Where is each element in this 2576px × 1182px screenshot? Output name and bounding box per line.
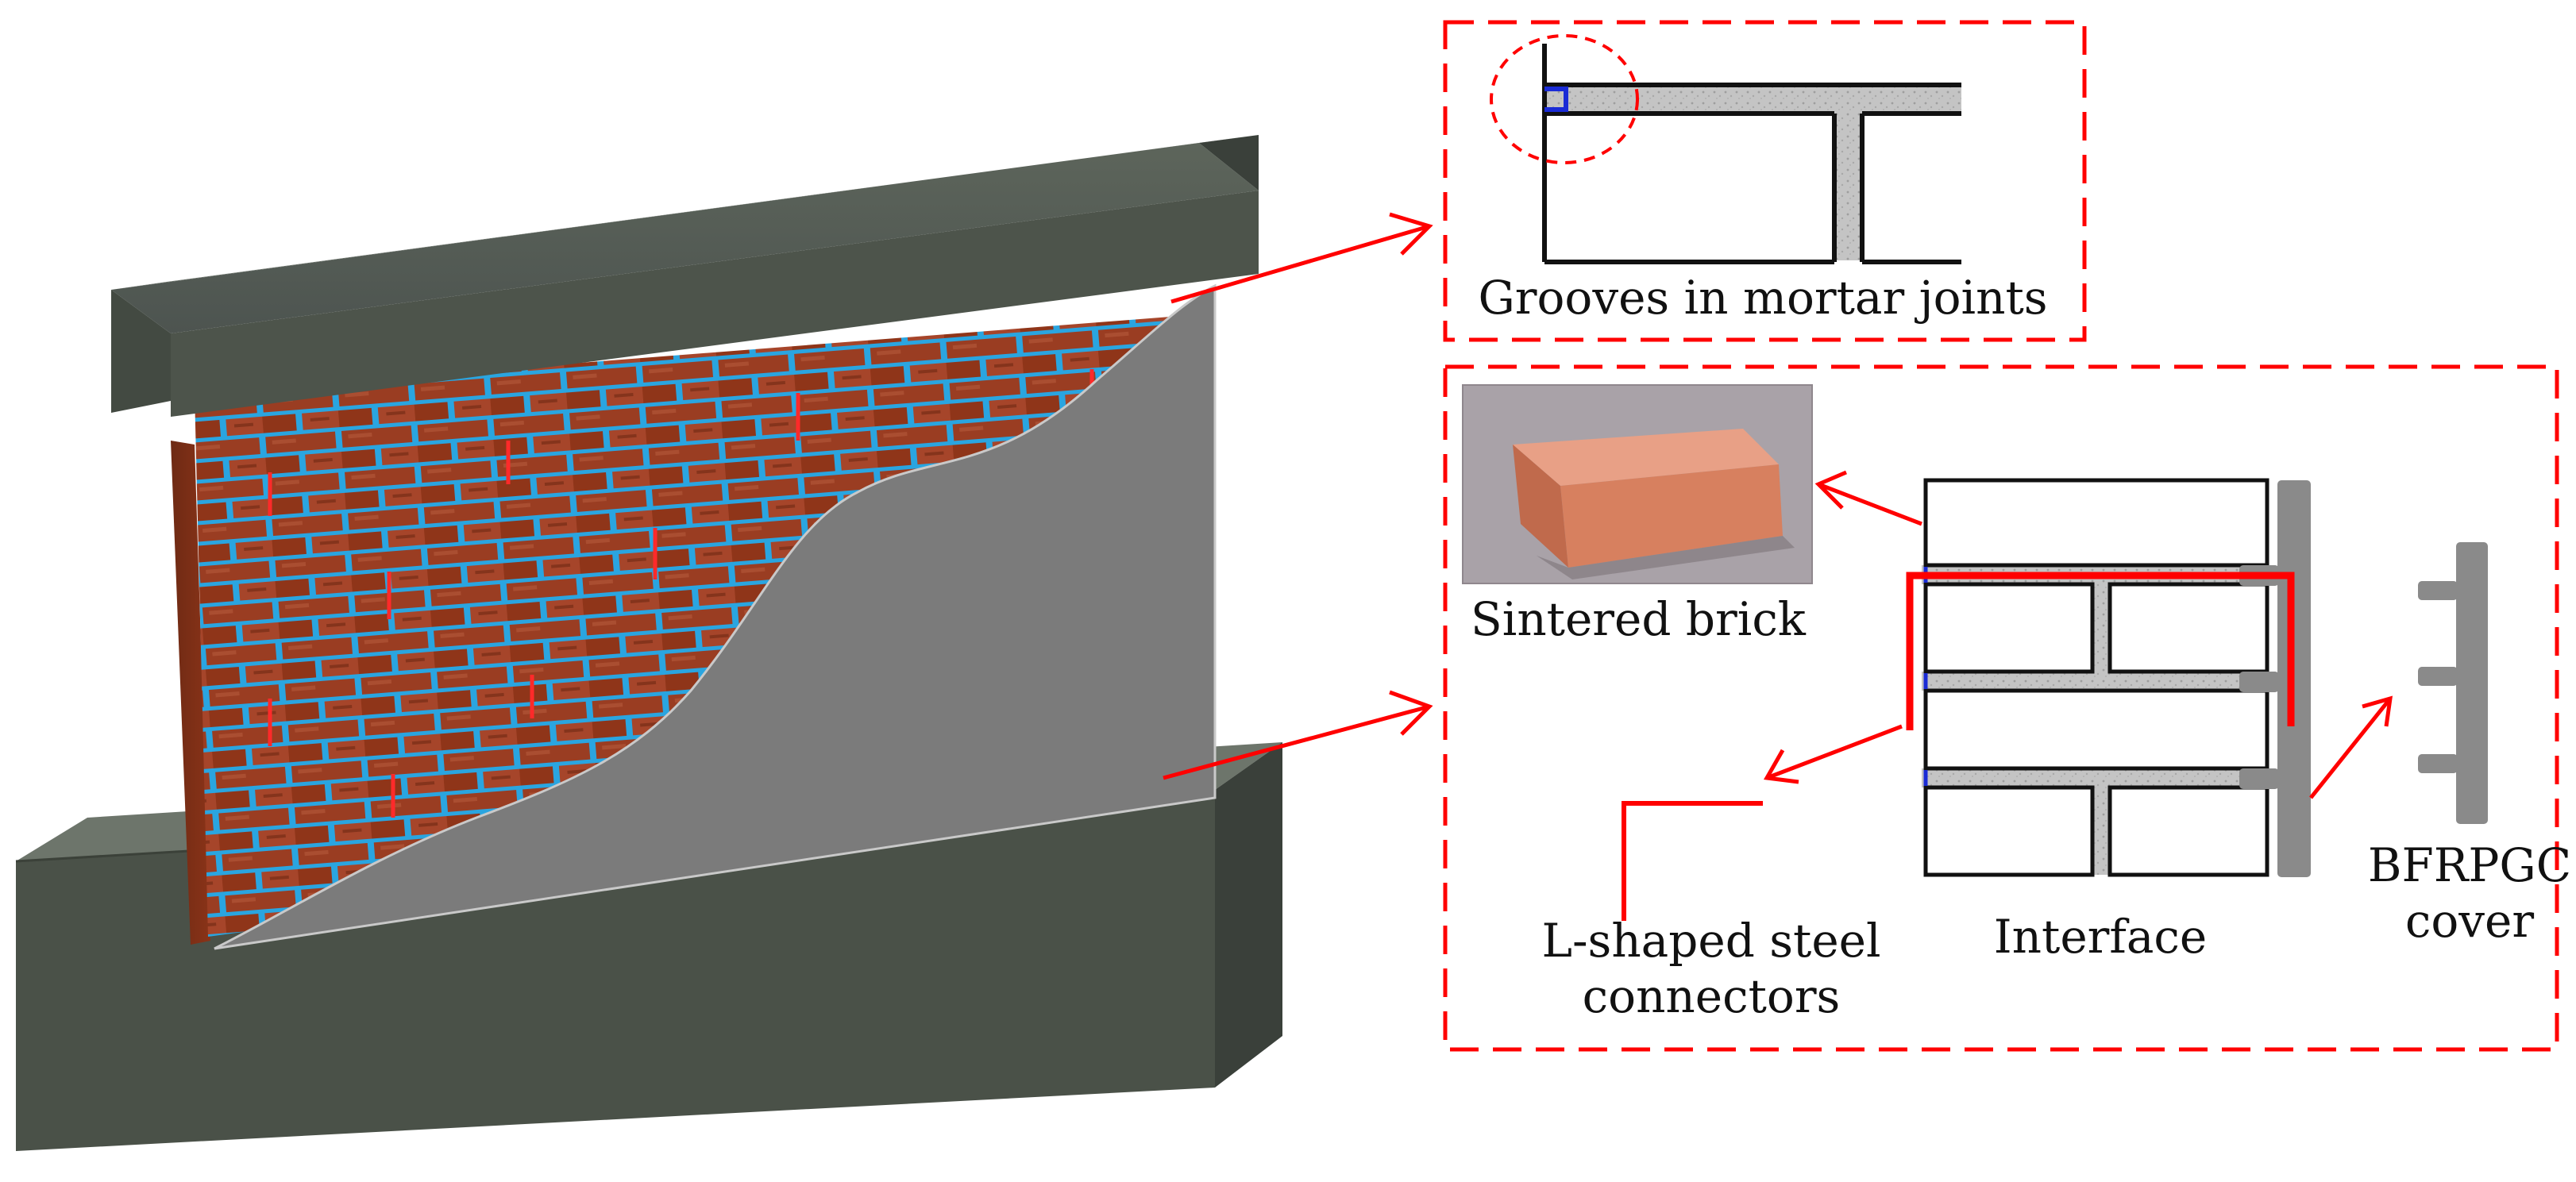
sintered-brick-photo — [1462, 384, 1813, 584]
arrow-to-grooves — [1170, 224, 1430, 304]
interface-section-drawing — [1906, 478, 2311, 877]
l-connector-in-section — [1906, 572, 2295, 730]
inner-arrows — [1763, 470, 2393, 799]
interface-label: Interface — [1994, 910, 2207, 964]
wall-illustration — [15, 135, 1282, 1151]
top-beam — [111, 135, 1259, 417]
sintered-brick-label: Sintered brick — [1471, 592, 1807, 646]
connector-marks — [268, 369, 1094, 818]
groove-detail-drawing — [1490, 34, 1961, 264]
callout-arrows — [1163, 212, 1433, 780]
arrow-to-interface — [1163, 704, 1430, 780]
grooves-label: Grooves in mortar joints — [1478, 271, 2047, 325]
grooves-callout-box: Grooves in mortar joints — [1443, 20, 2087, 342]
l-shaped-label-line1: L-shaped steel — [1541, 914, 1880, 968]
bfrpgc-cover-layer — [214, 283, 1217, 950]
l-connector-standalone — [1622, 801, 1763, 921]
bfrpgc-label-line2: cover — [2405, 894, 2534, 948]
brick-wall-side — [171, 441, 210, 945]
groove-highlight-circle — [1490, 34, 1639, 164]
l-shaped-label-line2: connectors — [1583, 969, 1841, 1023]
interface-callout-box: Sintered brick — [1443, 364, 2571, 1052]
bfrpgc-label-line1: BFRPGC — [2368, 838, 2571, 892]
bfrpgc-cover-drawing — [2418, 542, 2488, 824]
